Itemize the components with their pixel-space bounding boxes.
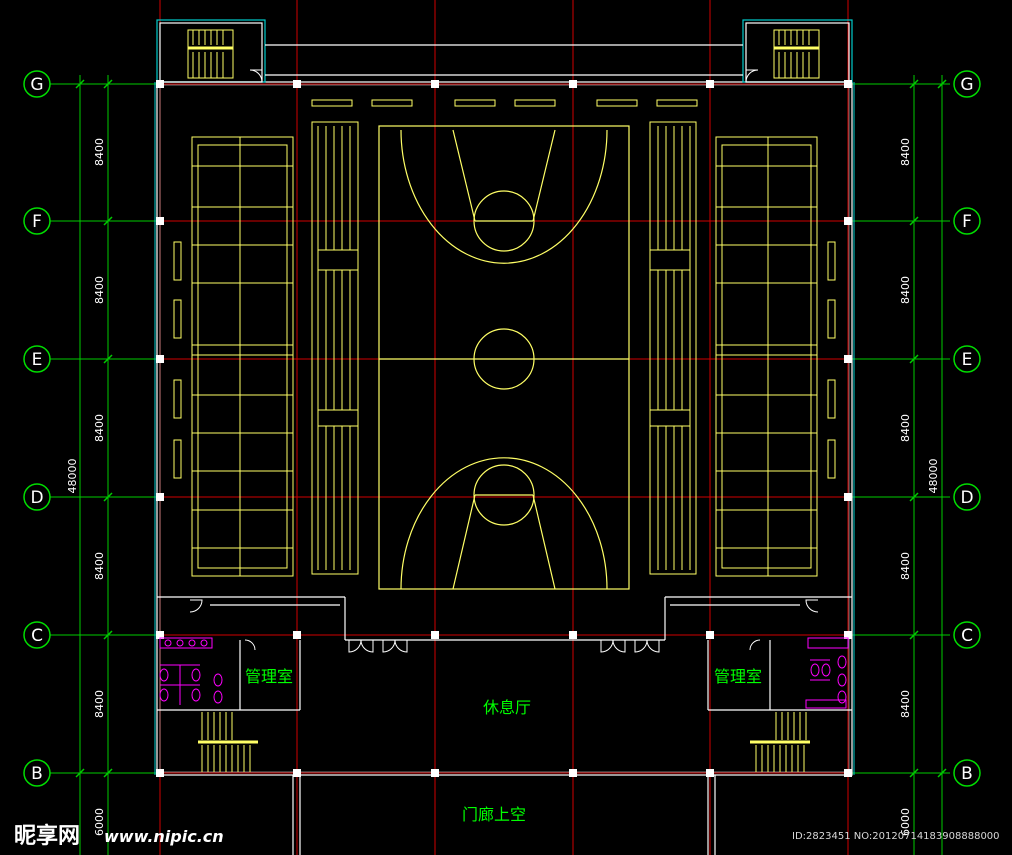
dim-right-bottom: 6000 — [899, 808, 912, 836]
left-side-courts — [173, 136, 294, 577]
room-label-management-right: 管理室 — [714, 667, 762, 686]
axis-label-right-e: E — [962, 350, 973, 370]
axis-label-left-g: G — [30, 75, 43, 95]
bleachers-left — [311, 121, 359, 575]
dim-right-c-b: 8400 — [899, 690, 912, 718]
room-label-porch-void: 门廊上空 — [462, 805, 526, 824]
basketball-court — [378, 125, 630, 590]
dim-left-bottom: 6000 — [93, 808, 106, 836]
axis-label-left-b: B — [31, 764, 43, 784]
dim-right-total: 48000 — [927, 459, 940, 494]
axis-label-left-c: C — [31, 626, 43, 646]
dim-right-f-e: 8400 — [899, 276, 912, 304]
room-label-lounge: 休息厅 — [483, 698, 531, 717]
watermark-id: ID:2823451 NO:20120714183908888000 — [792, 831, 1000, 842]
axis-label-right-g: G — [960, 75, 973, 95]
axis-label-left-d: D — [30, 488, 43, 508]
toilet-fixtures-right — [805, 637, 849, 709]
right-side-courts — [715, 136, 836, 577]
axis-bubbles-right — [953, 70, 981, 787]
dim-left-total: 48000 — [66, 459, 79, 494]
dim-left-f-e: 8400 — [93, 276, 106, 304]
axis-label-right-b: B — [961, 764, 973, 784]
toilet-fixtures-left — [159, 637, 223, 705]
watermark-url: www.nipic.cn — [104, 827, 224, 846]
dim-right-d-c: 8400 — [899, 552, 912, 580]
top-skylights — [311, 99, 698, 107]
axis-bubbles-left — [23, 70, 51, 787]
lower-stairs — [198, 712, 810, 772]
axis-label-left-e: E — [32, 350, 43, 370]
right-dimension-lines — [913, 75, 943, 855]
room-label-management-left: 管理室 — [245, 667, 293, 686]
left-dimension-lines — [79, 75, 109, 855]
dim-left-e-d: 8400 — [93, 414, 106, 442]
axis-label-right-f: F — [962, 212, 972, 232]
outer-walls — [156, 19, 853, 855]
bleachers-right — [649, 121, 697, 575]
dim-left-d-c: 8400 — [93, 552, 106, 580]
dim-left-c-b: 8400 — [93, 690, 106, 718]
axis-label-right-c: C — [961, 626, 973, 646]
horizontal-grid-lines — [50, 83, 950, 774]
cyan-edges — [154, 82, 855, 775]
dimension-ticks — [75, 79, 947, 778]
dim-right-e-d: 8400 — [899, 414, 912, 442]
watermark-brand: 昵享网 — [14, 823, 80, 849]
structural-columns — [156, 80, 852, 777]
dim-right-g-f: 8400 — [899, 138, 912, 166]
doors — [189, 69, 819, 653]
axis-label-left-f: F — [32, 212, 42, 232]
dim-left-g-f: 8400 — [93, 138, 106, 166]
dimension-extension-lines — [50, 83, 950, 774]
top-stairs — [187, 29, 820, 79]
axis-label-right-d: D — [960, 488, 973, 508]
vertical-grid-lines — [159, 0, 849, 855]
